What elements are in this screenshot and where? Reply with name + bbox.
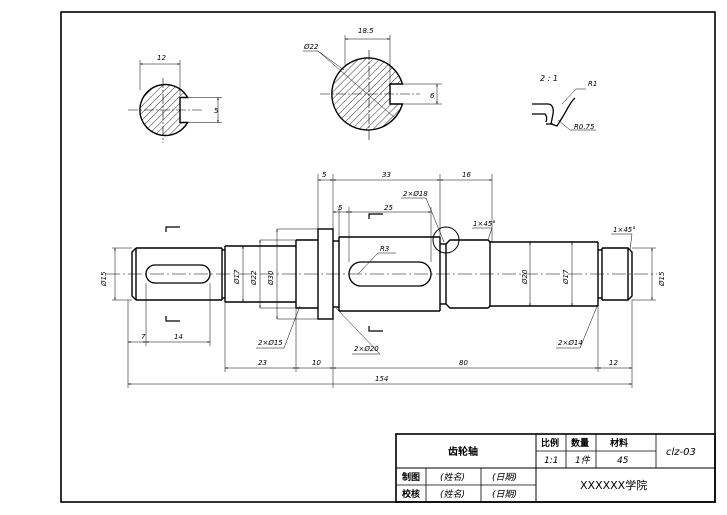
value-material: 45	[617, 456, 629, 466]
dim-d15-left: Ø15	[100, 271, 108, 287]
label-checked: 校核	[402, 488, 420, 500]
dim-groove-20: 2×Ø20	[354, 345, 379, 353]
value-qty: 1件	[575, 455, 591, 466]
drawing-frame	[60, 11, 716, 503]
detail-r075: R0.75	[574, 123, 595, 131]
date-drawn: (日期)	[492, 472, 517, 483]
dim-d15-right: Ø15	[658, 271, 666, 287]
section-view-left: 12 5	[128, 54, 222, 143]
drawing-number: clz-03	[666, 447, 696, 458]
dim-right-dia: Ø22	[303, 43, 319, 51]
dim-chamfer-mid: 1×45°	[473, 220, 496, 228]
dim-d22: Ø22	[250, 270, 258, 286]
detail-r1: R1	[588, 80, 597, 88]
title-block: 齿轮轴 比例 数量 材料 1:1 1件 45 clz-03 制图 校核 (姓名)…	[395, 433, 716, 503]
dim-d17-left: Ø17	[233, 269, 241, 285]
section-view-right: 18.5 Ø22 6	[303, 27, 442, 140]
dim-d20-mid: Ø20	[521, 269, 529, 285]
dim-groove-14: 2×Ø14	[558, 339, 583, 347]
dim-groove-18: 2×Ø18	[403, 190, 428, 198]
name-drawn: (姓名)	[440, 472, 465, 483]
dim-left-width: 12	[157, 54, 166, 62]
detail-scale: 2 : 1	[540, 74, 558, 83]
dim-right-key: 6	[430, 92, 435, 100]
dim-len-10: 10	[312, 359, 321, 367]
dim-groove-15: 2×Ø15	[258, 339, 283, 347]
keyway-right	[348, 261, 432, 287]
header-material: 材料	[609, 437, 628, 449]
dim-len-23: 23	[258, 359, 267, 367]
label-drawn: 制图	[402, 471, 420, 483]
dim-chamfer-right: 1×45°	[613, 226, 636, 234]
dim-len-14: 14	[174, 333, 183, 341]
keyway-left	[145, 264, 211, 284]
dim-len-16: 16	[462, 171, 471, 179]
part-name: 齿轮轴	[448, 445, 478, 458]
header-scale: 比例	[541, 437, 559, 449]
main-view-shaft: Ø15 Ø17 Ø22 Ø30 Ø20 Ø17 Ø15 R3	[100, 171, 666, 388]
detail-view: 2 : 1 R1 R0.75	[532, 74, 597, 131]
dim-len-5-top: 5	[322, 171, 327, 179]
header-qty: 数量	[571, 437, 589, 449]
value-scale: 1:1	[544, 456, 558, 466]
dim-d30: Ø30	[267, 270, 275, 286]
dim-len-33: 33	[382, 171, 391, 179]
dim-len-7: 7	[141, 333, 146, 341]
dim-len-80: 80	[459, 359, 468, 367]
name-checked: (姓名)	[440, 489, 465, 500]
school-name: XXXXXX学院	[580, 478, 647, 492]
dim-right-width: 18.5	[358, 27, 374, 35]
dim-len-5-inner: 5	[338, 204, 343, 212]
dim-r3: R3	[380, 245, 389, 253]
date-checked: (日期)	[492, 489, 517, 500]
dim-d17-right: Ø17	[562, 269, 570, 285]
detail-circle	[432, 226, 460, 254]
dim-len-154: 154	[375, 375, 388, 383]
dim-len-12: 12	[609, 359, 618, 367]
dim-left-key: 5	[214, 107, 219, 115]
dim-len-25: 25	[384, 204, 393, 212]
